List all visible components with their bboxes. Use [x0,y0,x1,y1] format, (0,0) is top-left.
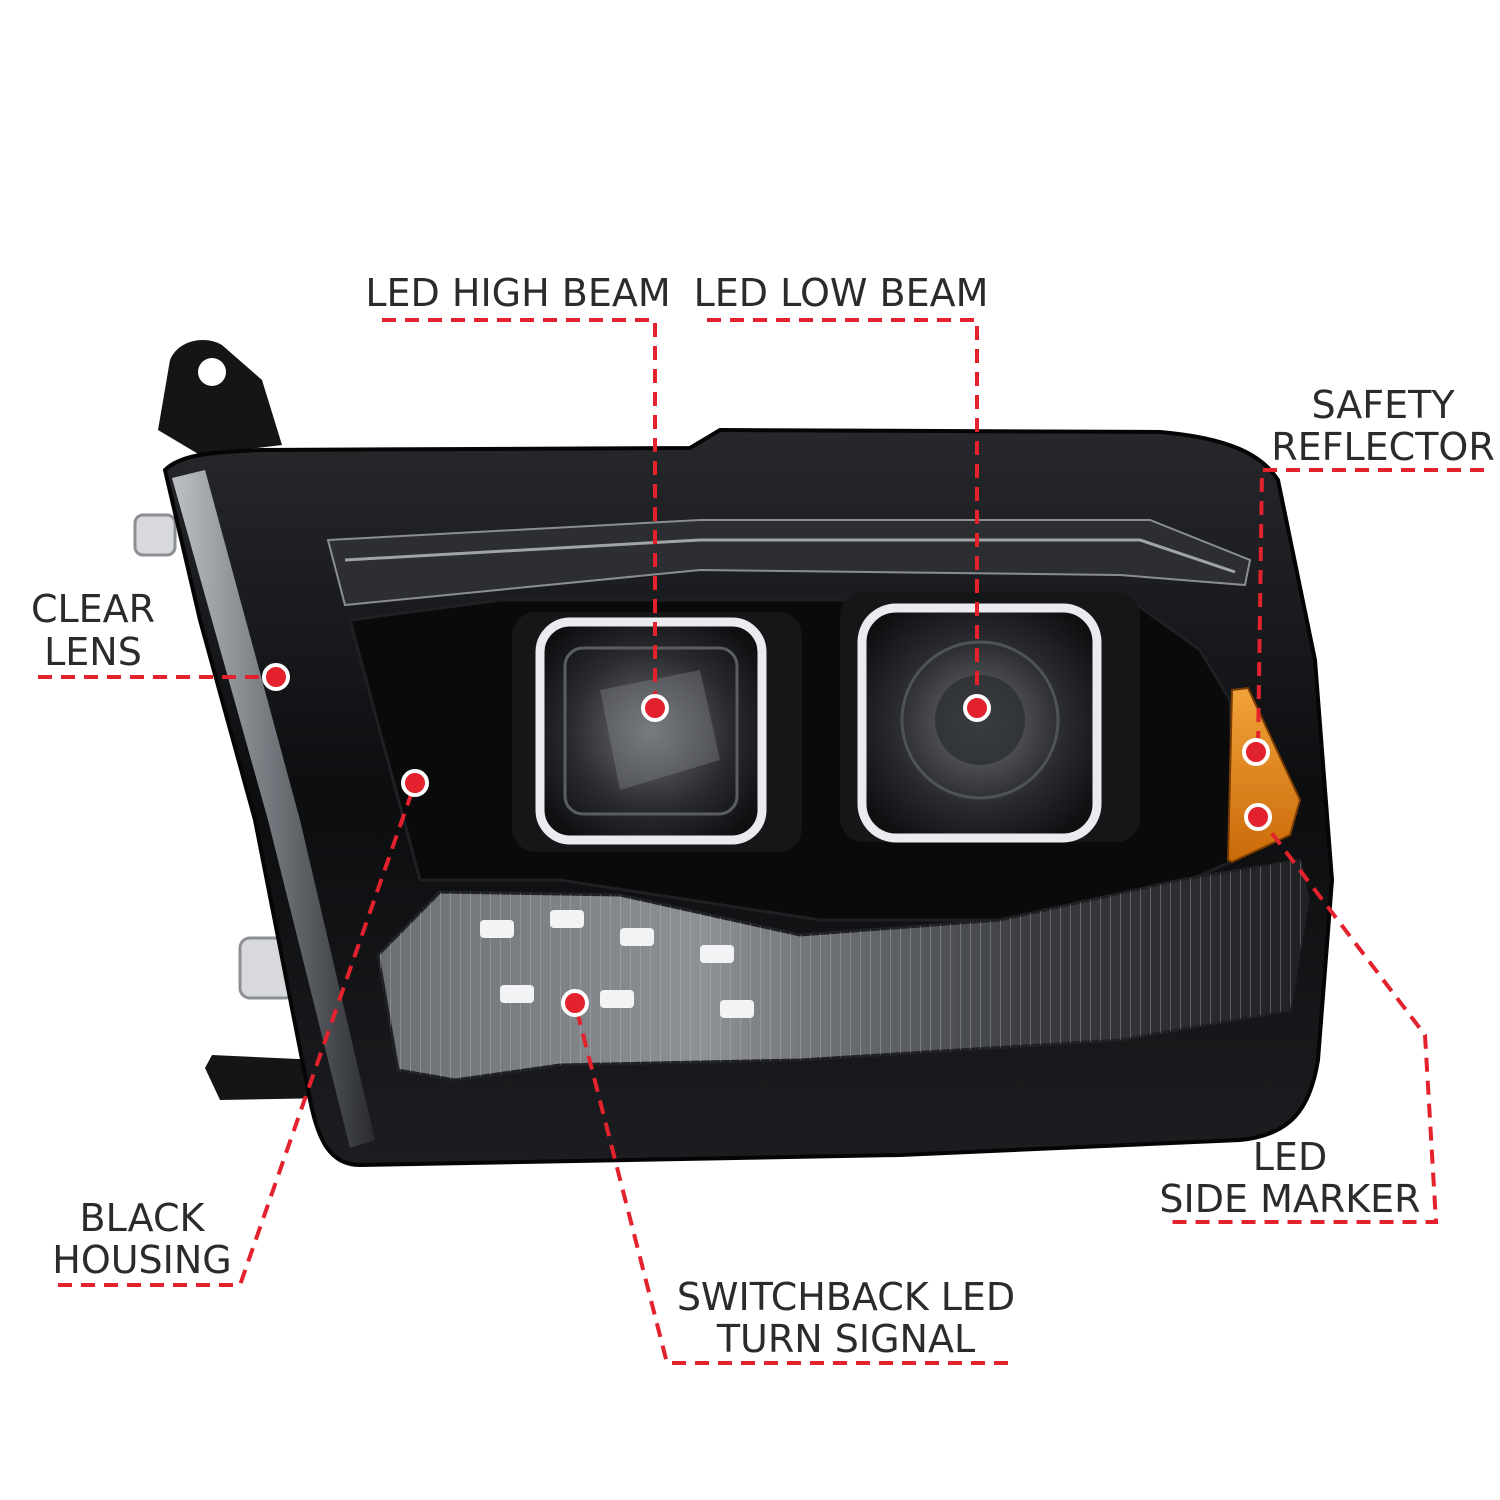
label-led-low-beam: LED LOW BEAM [694,271,989,315]
leader-lines [38,318,1484,1365]
leader-safety-reflector [1256,468,1484,751]
dot-low-beam[interactable] [963,694,991,722]
label-safety-reflector-2: REFLECTOR [1271,425,1495,469]
label-side-marker-2: SIDE MARKER [1159,1177,1420,1221]
mounting-tab-top [158,340,282,455]
clip-left-1 [133,513,177,557]
led-chips [480,910,754,1018]
label-switchback-1: SWITCHBACK LED [677,1275,1015,1319]
leader-high-beam [382,318,657,706]
dot-black-housing[interactable] [401,769,429,797]
low-beam-projector [840,592,1140,843]
mounting-hole [198,358,226,386]
drl-bar-glow [344,538,1236,574]
leader-black-housing [58,782,417,1287]
dot-high-beam[interactable] [641,694,669,722]
label-black-housing-2: HOUSING [52,1238,232,1282]
turn-signal-ribs [378,860,1308,1080]
clear-lens-edge [172,470,375,1148]
mounting-tab-bottom [205,1055,330,1100]
dot-safety-reflector[interactable] [1242,738,1270,766]
high-beam-projector [512,612,802,852]
label-switchback-2: TURN SIGNAL [716,1317,975,1361]
label-led-high-beam: LED HIGH BEAM [365,271,670,315]
dot-side-marker[interactable] [1244,803,1272,831]
callout-dots [262,663,1272,1017]
callout-labels: LED HIGH BEAM LED LOW BEAM SAFETY REFLEC… [31,271,1495,1361]
headlight-assembly [133,340,1335,1168]
leader-switchback [573,1002,1008,1365]
dot-switchback[interactable] [561,989,589,1017]
dot-clear-lens[interactable] [262,663,290,691]
label-clear-lens-1: CLEAR [31,587,155,631]
label-side-marker-1: LED [1253,1135,1327,1179]
label-black-housing-1: BLACK [80,1196,206,1240]
leader-side-marker [1170,813,1439,1224]
label-clear-lens-2: LENS [44,630,142,674]
label-safety-reflector-1: SAFETY [1311,383,1455,427]
